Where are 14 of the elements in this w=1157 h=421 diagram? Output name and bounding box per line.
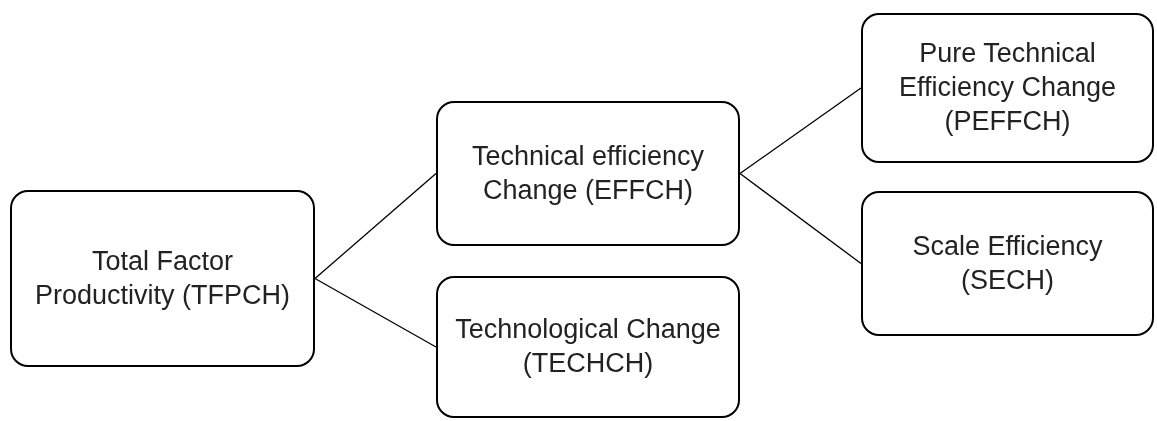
process-box (861, 13, 1154, 163)
connector-line (739, 87, 862, 175)
box-label: Total Factor Productivity (TFPCH) (34, 244, 291, 312)
box-label: Scale Efficiency (SECH) (911, 229, 1104, 297)
box-label: Technological Change (TECHCH) (454, 313, 722, 380)
connector-line (314, 172, 437, 280)
process-box (436, 101, 740, 246)
connector-line (314, 277, 437, 348)
process-box (10, 190, 315, 367)
box-label: Technical efficiency Change (EFFCH) (470, 139, 706, 207)
process-box (861, 191, 1154, 336)
process-box (436, 276, 740, 418)
connector-line (739, 172, 862, 265)
box-label: Pure Technical Efficiency Change (PEFFCH) (897, 37, 1118, 138)
